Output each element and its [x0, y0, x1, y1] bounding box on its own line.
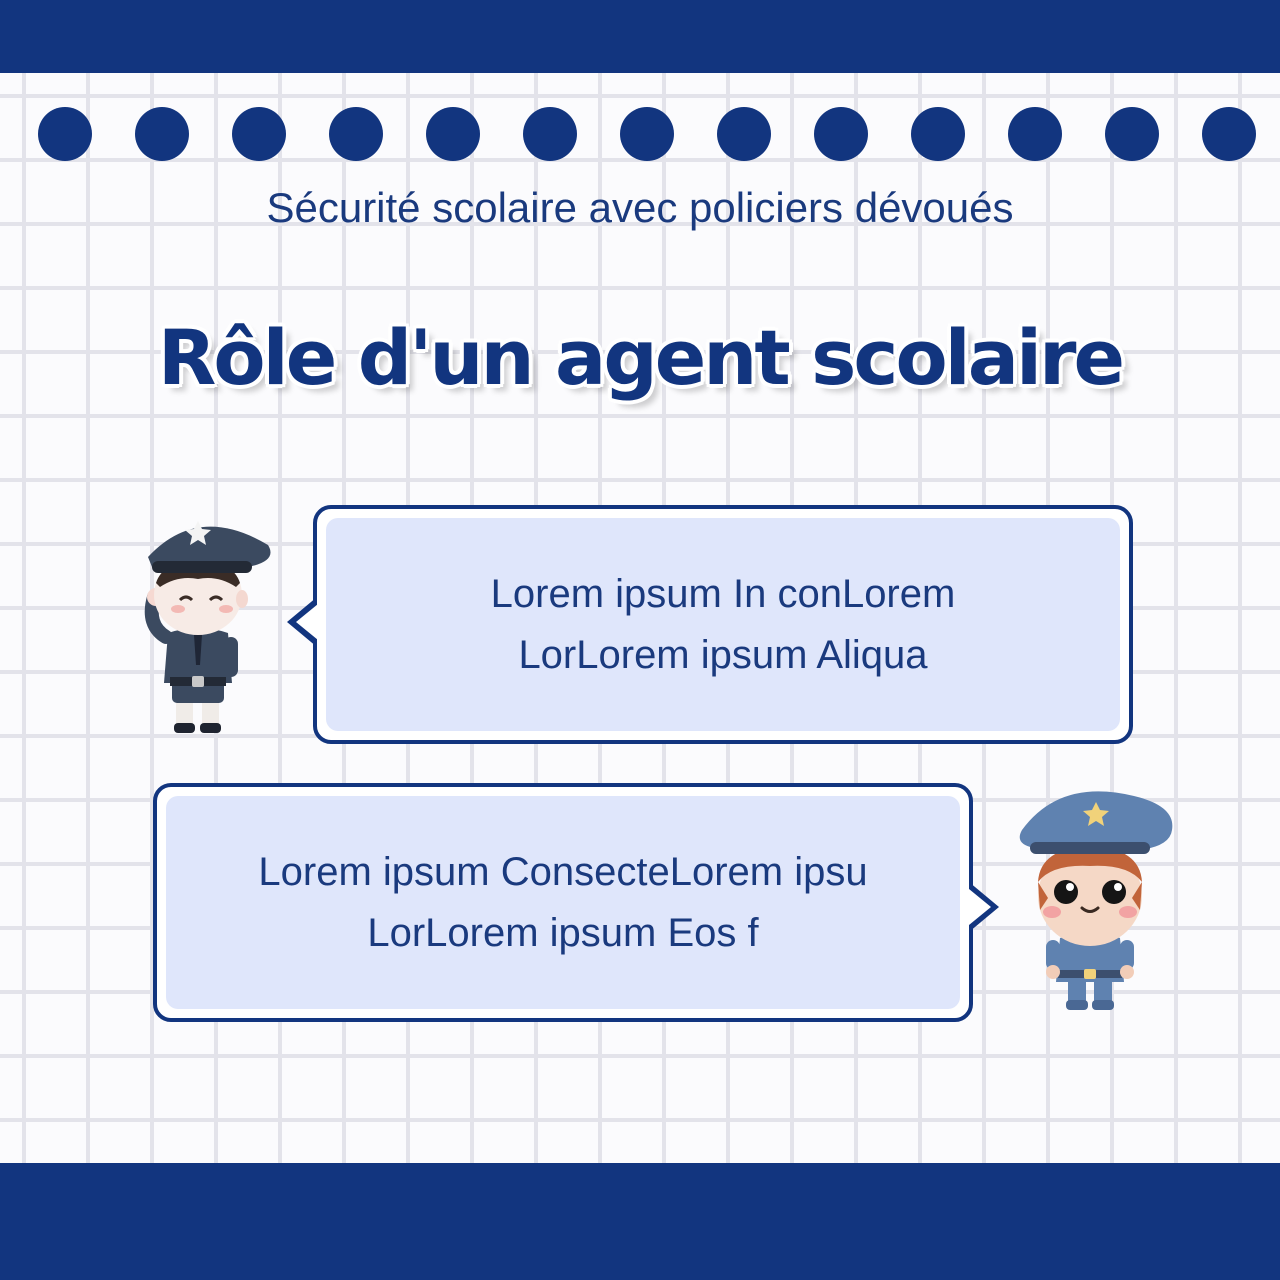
decorative-dot	[620, 107, 674, 161]
top-banner	[0, 0, 1280, 73]
bottom-banner	[0, 1163, 1280, 1280]
decorative-dot	[329, 107, 383, 161]
bubble-line: LorLorem ipsum Eos f	[367, 910, 759, 955]
decorative-dot	[911, 107, 965, 161]
police-officer-saluting-icon	[144, 521, 271, 733]
bubble-line: Lorem ipsum In conLorem	[490, 571, 956, 616]
speech-bubble-tail-fill	[969, 889, 991, 925]
dot-row	[38, 107, 1256, 161]
speech-bubble-text: Lorem ipsum ConsecteLorem ipsu LorLorem …	[166, 796, 960, 1009]
subtitle: Sécurité scolaire avec policiers dévoués	[266, 184, 1014, 231]
speech-bubble-text: Lorem ipsum In conLorem LorLorem ipsum A…	[326, 518, 1120, 731]
decorative-dot	[426, 107, 480, 161]
bubble-line: Lorem ipsum ConsecteLorem ipsu	[258, 849, 868, 894]
bubble-line: LorLorem ipsum Aliqua	[518, 632, 928, 677]
decorative-dot	[1202, 107, 1256, 161]
decorative-dot	[717, 107, 771, 161]
speech-bubble-2: Lorem ipsum ConsecteLorem ipsu LorLorem …	[153, 783, 973, 1022]
decorative-dot	[135, 107, 189, 161]
decorative-dot	[814, 107, 868, 161]
decorative-dot	[232, 107, 286, 161]
decorative-dot	[523, 107, 577, 161]
speech-bubble-tail-fill	[296, 604, 318, 640]
police-officer-smiling-icon	[1019, 791, 1173, 1010]
page-title: Rôle d'un agent scolaire	[157, 313, 1125, 402]
speech-bubble-1: Lorem ipsum In conLorem LorLorem ipsum A…	[313, 505, 1133, 744]
decorative-dot	[1105, 107, 1159, 161]
decorative-dot	[38, 107, 92, 161]
decorative-dot	[1008, 107, 1062, 161]
